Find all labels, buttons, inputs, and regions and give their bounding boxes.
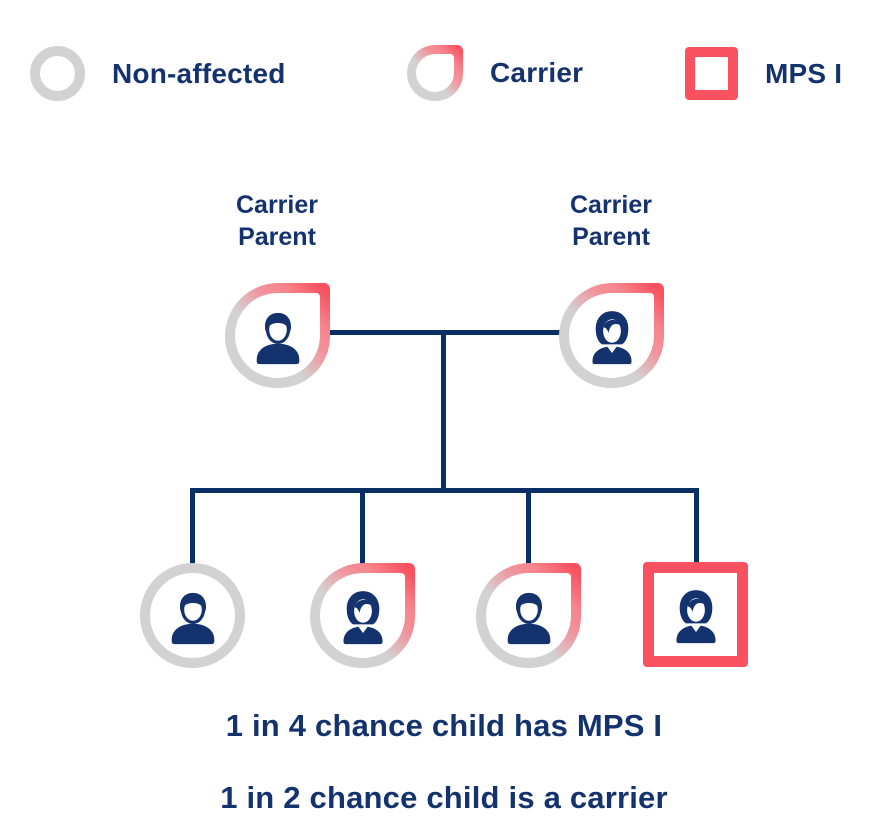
female-person-icon <box>592 310 631 364</box>
carrier-drop-icon <box>407 45 463 101</box>
sibling-bar-line <box>190 488 699 493</box>
legend-item-carrier: Carrier <box>407 45 583 101</box>
non-affected-circle-icon <box>30 46 85 101</box>
descent-line <box>441 330 446 493</box>
child-4-mps-symbol <box>643 562 748 667</box>
father-label-line2: Parent <box>238 223 316 251</box>
caption-carrier-chance: 1 in 2 chance child is a carrier <box>220 780 668 815</box>
legend-item-non-affected: Non-affected <box>30 46 286 101</box>
legend-label: Non-affected <box>112 57 286 89</box>
father-label: Carrier Parent <box>177 189 377 253</box>
child-2-carrier-symbol <box>310 563 415 668</box>
female-person-icon <box>676 589 715 643</box>
mps-square-icon <box>685 47 738 100</box>
child-3-carrier-symbol <box>476 563 581 668</box>
father-carrier-symbol <box>225 283 330 388</box>
child-1-non-affected-symbol <box>140 563 245 668</box>
legend-item-mps-i: MPS I <box>685 47 842 100</box>
mother-label-line1: Carrier <box>570 191 652 219</box>
male-person-icon <box>505 590 552 645</box>
female-person-icon <box>343 590 382 644</box>
legend-label: Carrier <box>490 57 584 88</box>
father-label-line1: Carrier <box>236 191 318 219</box>
mother-label-line2: Parent <box>572 223 650 251</box>
child-1-stub-line <box>190 488 195 566</box>
male-person-icon <box>254 310 301 365</box>
child-4-stub-line <box>694 488 699 566</box>
mother-label: Carrier Parent <box>511 189 711 253</box>
caption-mps-chance: 1 in 4 chance child has MPS I <box>225 708 663 743</box>
male-person-icon <box>169 590 216 645</box>
child-3-stub-line <box>526 488 531 566</box>
legend-label: MPS I <box>765 57 843 89</box>
child-2-stub-line <box>360 488 365 566</box>
mother-carrier-symbol <box>559 283 664 388</box>
